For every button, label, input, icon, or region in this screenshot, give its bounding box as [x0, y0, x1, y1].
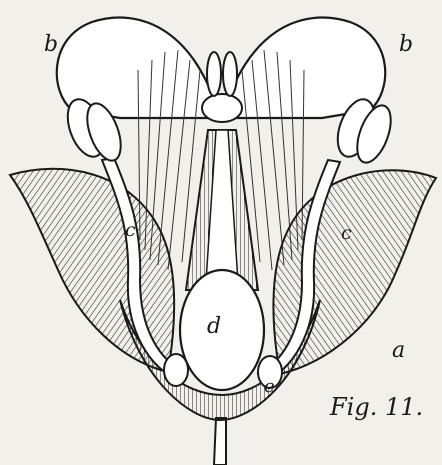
ovary	[180, 270, 264, 390]
label-stamen-right: c	[341, 224, 352, 243]
label-petal-right: b	[399, 34, 413, 56]
flower-stem	[214, 418, 226, 465]
label-ovary: d	[207, 316, 221, 338]
nectary-left	[164, 354, 188, 386]
label-stamen-left: c	[125, 221, 136, 240]
label-nectary: e	[264, 378, 275, 396]
stigma	[202, 52, 242, 122]
label-petal-left: b	[44, 34, 58, 56]
figure-caption: Fig. 11.	[330, 393, 423, 421]
label-sepal: a	[392, 340, 405, 362]
